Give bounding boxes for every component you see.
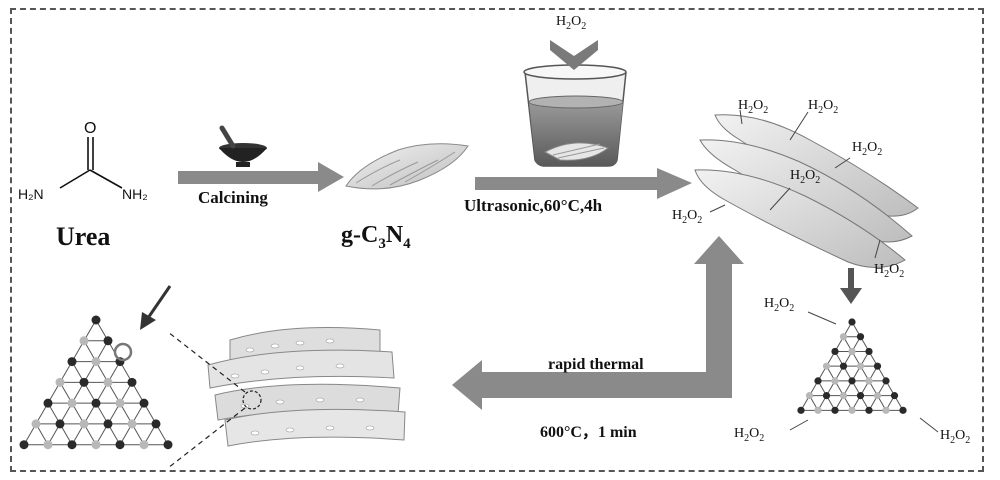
rapid-thermal-label: rapid thermal <box>548 356 644 374</box>
lattice-atom <box>806 392 813 399</box>
lattice-atom <box>152 419 161 428</box>
lattice-atom <box>92 440 101 449</box>
h2o2-sheets-image <box>695 110 918 268</box>
lattice-atom <box>814 407 821 414</box>
h2o2-label-1: H2O2 <box>738 98 768 116</box>
lattice-atom <box>44 440 53 449</box>
h2o2-label-3: H2O2 <box>852 140 882 158</box>
lattice-atom <box>857 363 864 370</box>
h2o2-label-8: H2O2 <box>734 426 764 444</box>
lattice-atom <box>899 407 906 414</box>
lattice-atom <box>840 333 847 340</box>
lattice-atom <box>865 377 872 384</box>
lattice-atom <box>128 378 137 387</box>
calcining-label: Calcining <box>198 188 268 208</box>
urea-nh2-left: H₂N <box>18 186 44 202</box>
lattice-atom <box>840 392 847 399</box>
lattice-atom <box>20 440 29 449</box>
h2o2-label-6: H2O2 <box>874 262 904 280</box>
lattice-atom <box>840 363 847 370</box>
h2o2-label-beaker: H2O2 <box>556 14 586 32</box>
lattice-atom <box>104 419 113 428</box>
lattice-atom <box>164 440 173 449</box>
lattice-atom <box>891 392 898 399</box>
arrow-ultrasonic <box>475 168 692 199</box>
lattice-atom <box>874 363 881 370</box>
urea-nh2-right: NH₂ <box>122 186 148 202</box>
lattice-atom <box>882 377 889 384</box>
lattice-atom <box>848 318 855 325</box>
gcn-label: g-C3N4 <box>341 222 411 253</box>
lattice-atom <box>104 336 113 345</box>
mortar-icon <box>219 128 267 167</box>
lattice-atom <box>865 348 872 355</box>
lattice-atom <box>865 407 872 414</box>
lattice-atom <box>823 392 830 399</box>
lattice-atom <box>848 348 855 355</box>
triangle-lattice-left <box>20 316 173 450</box>
gcn-sheet-image <box>346 144 468 189</box>
lattice-atom <box>857 333 864 340</box>
lattice-atom <box>104 378 113 387</box>
lattice-atom <box>140 440 149 449</box>
thermal-conditions-label: 600°C，1 min <box>540 418 637 442</box>
lattice-atom <box>80 419 89 428</box>
defect-highlight-circle <box>115 344 131 360</box>
arrow-rapid-thermal <box>452 236 744 410</box>
lattice-atom <box>116 399 125 408</box>
lattice-atom <box>831 407 838 414</box>
lattice-atom <box>831 348 838 355</box>
lattice-atom <box>68 399 77 408</box>
h2o2-label-4: H2O2 <box>790 168 820 186</box>
urea-structure <box>60 137 122 188</box>
lattice-atom <box>92 316 101 325</box>
lattice-atom <box>68 440 77 449</box>
lattice-atom <box>56 419 65 428</box>
lattice-atom <box>857 392 864 399</box>
lattice-atom <box>831 377 838 384</box>
lattice-atom <box>848 407 855 414</box>
beaker-icon <box>524 65 626 166</box>
lattice-atom <box>56 378 65 387</box>
lattice-atom <box>68 357 77 366</box>
h2o2-label-9: H2O2 <box>940 428 970 446</box>
lattice-atom <box>116 440 125 449</box>
urea-label: Urea <box>56 222 110 252</box>
urea-atom-o: O <box>84 120 96 138</box>
lattice-atom <box>797 407 804 414</box>
h2o2-label-7: H2O2 <box>764 296 794 314</box>
h2o2-label-5: H2O2 <box>672 208 702 226</box>
lattice-atom <box>44 399 53 408</box>
lattice-atom <box>80 336 89 345</box>
pointer-arrow <box>140 286 170 330</box>
lattice-atom <box>128 419 137 428</box>
triangle-lattice-right <box>797 318 906 414</box>
lattice-atom <box>32 419 41 428</box>
ultrasonic-label: Ultrasonic,60°C,4h <box>464 196 602 216</box>
lattice-atom <box>92 357 101 366</box>
h2o2-label-2: H2O2 <box>808 98 838 116</box>
cn-bond-left <box>60 170 90 188</box>
lattice-atom <box>814 377 821 384</box>
arrow-down <box>840 268 862 304</box>
lattice-atom <box>874 392 881 399</box>
cn-bond-right <box>90 170 122 188</box>
lattice-atom <box>848 377 855 384</box>
lattice-atom <box>140 399 149 408</box>
lattice-atom <box>882 407 889 414</box>
lattice-atom <box>92 399 101 408</box>
lattice-atom <box>80 378 89 387</box>
lattice-atom <box>823 363 830 370</box>
